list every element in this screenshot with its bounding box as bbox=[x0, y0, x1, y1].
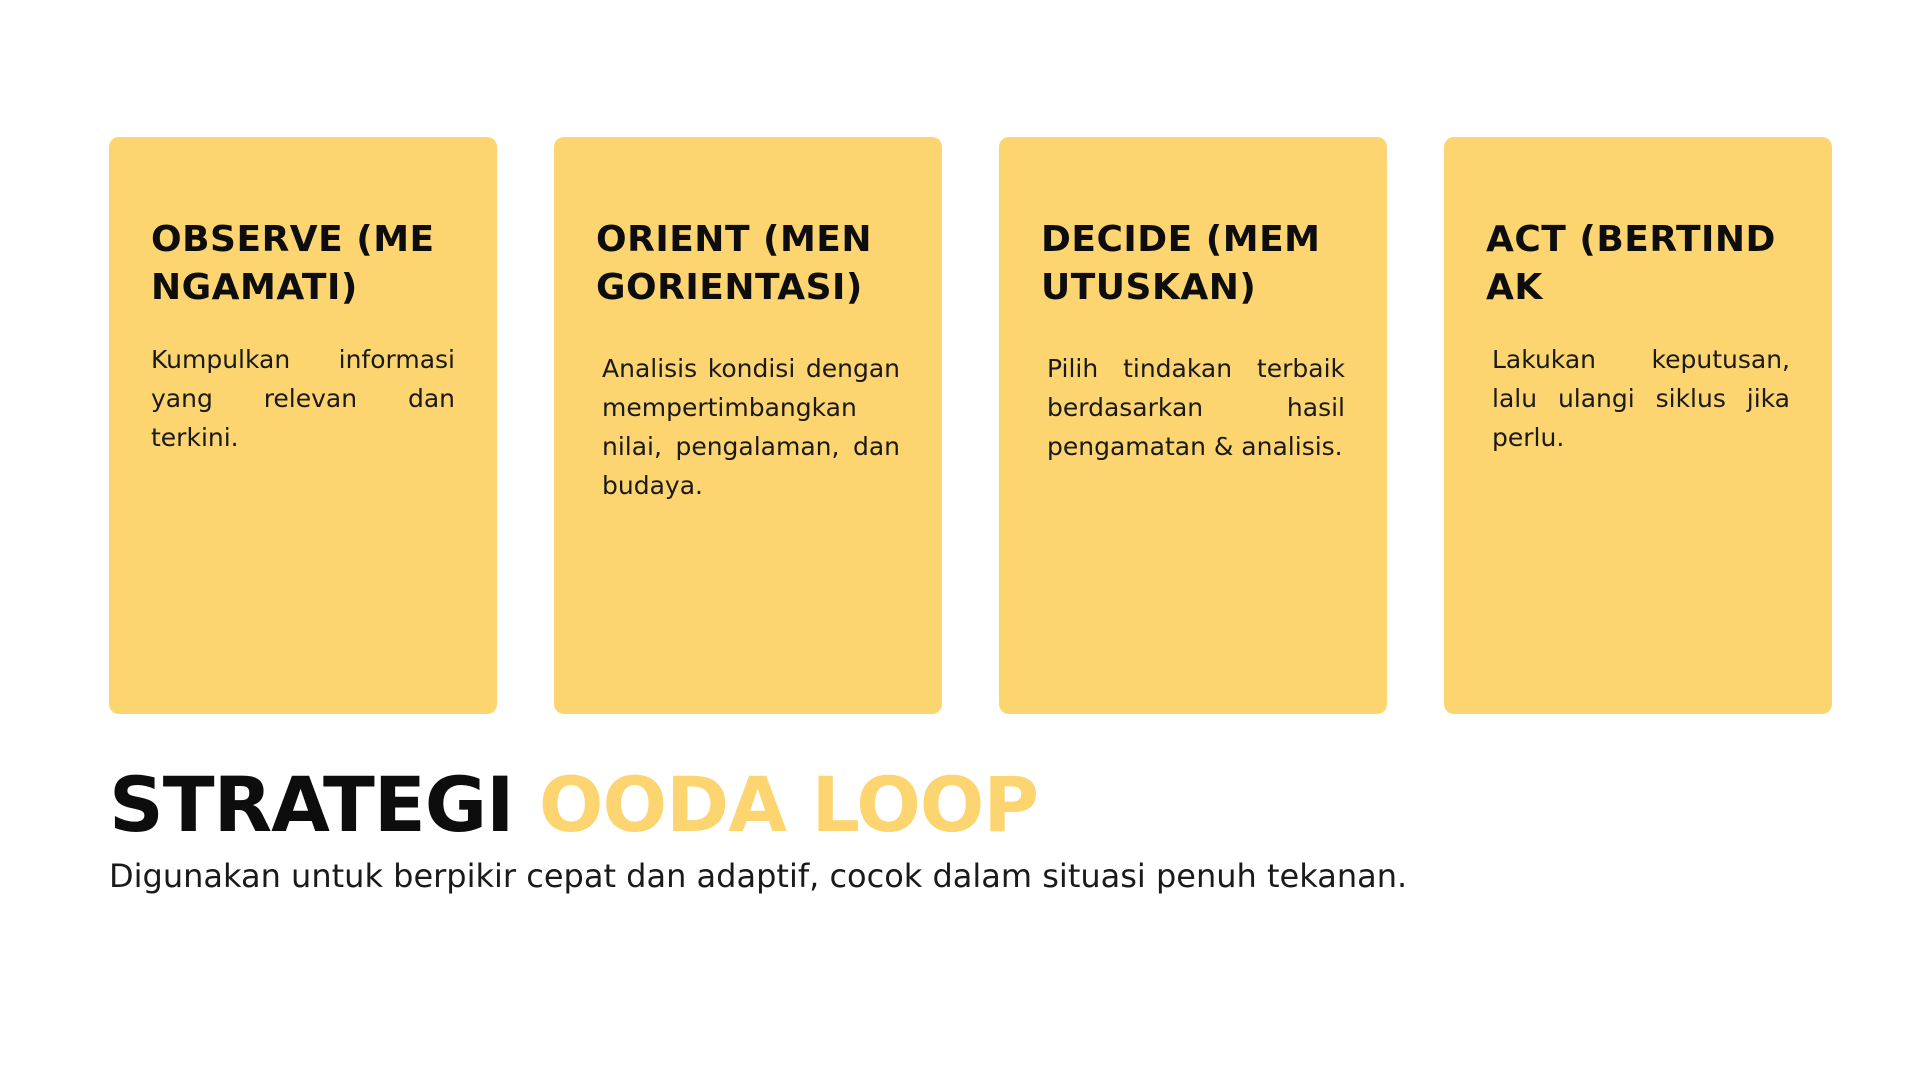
card-description-act: Lakukan keputusan, lalu ulangi siklus ji… bbox=[1492, 345, 1790, 452]
card-description-observe: Kumpulkan informasi yang relevan dan ter… bbox=[151, 345, 455, 452]
page-subtitle: Digunakan untuk berpikir cepat dan adapt… bbox=[109, 857, 1408, 895]
card-observe: OBSERVE (MENGAMATI) Kumpulkan informasi … bbox=[109, 137, 497, 714]
card-title-act: ACT (BERTINDAK bbox=[1486, 219, 1776, 308]
card-description-decide: Pilih tindakan terbaik berdasarkan hasil… bbox=[1047, 354, 1345, 461]
page-title-ooda-loop: OODA LOOP bbox=[538, 760, 1039, 849]
card-description-orient: Analisis kondisi dengan mempertimbangkan… bbox=[602, 354, 900, 500]
card-decide: DECIDE (MEMUTUSKAN) Pilih tindakan terba… bbox=[999, 137, 1387, 714]
card-orient: ORIENT (MENGORIENTASI) Analisis kondisi … bbox=[554, 137, 942, 714]
card-title-decide: DECIDE (MEMUTUSKAN) bbox=[1041, 219, 1321, 308]
card-act: ACT (BERTINDAK Lakukan keputusan, lalu u… bbox=[1444, 137, 1832, 714]
page-title: STRATEGI OODA LOOP bbox=[109, 760, 1039, 850]
card-title-orient: ORIENT (MENGORIENTASI) bbox=[596, 219, 873, 308]
page-title-strategi: STRATEGI bbox=[109, 760, 514, 849]
card-title-observe: OBSERVE (MENGAMATI) bbox=[151, 219, 435, 308]
ooda-cards: OBSERVE (MENGAMATI) Kumpulkan informasi … bbox=[109, 137, 1832, 714]
